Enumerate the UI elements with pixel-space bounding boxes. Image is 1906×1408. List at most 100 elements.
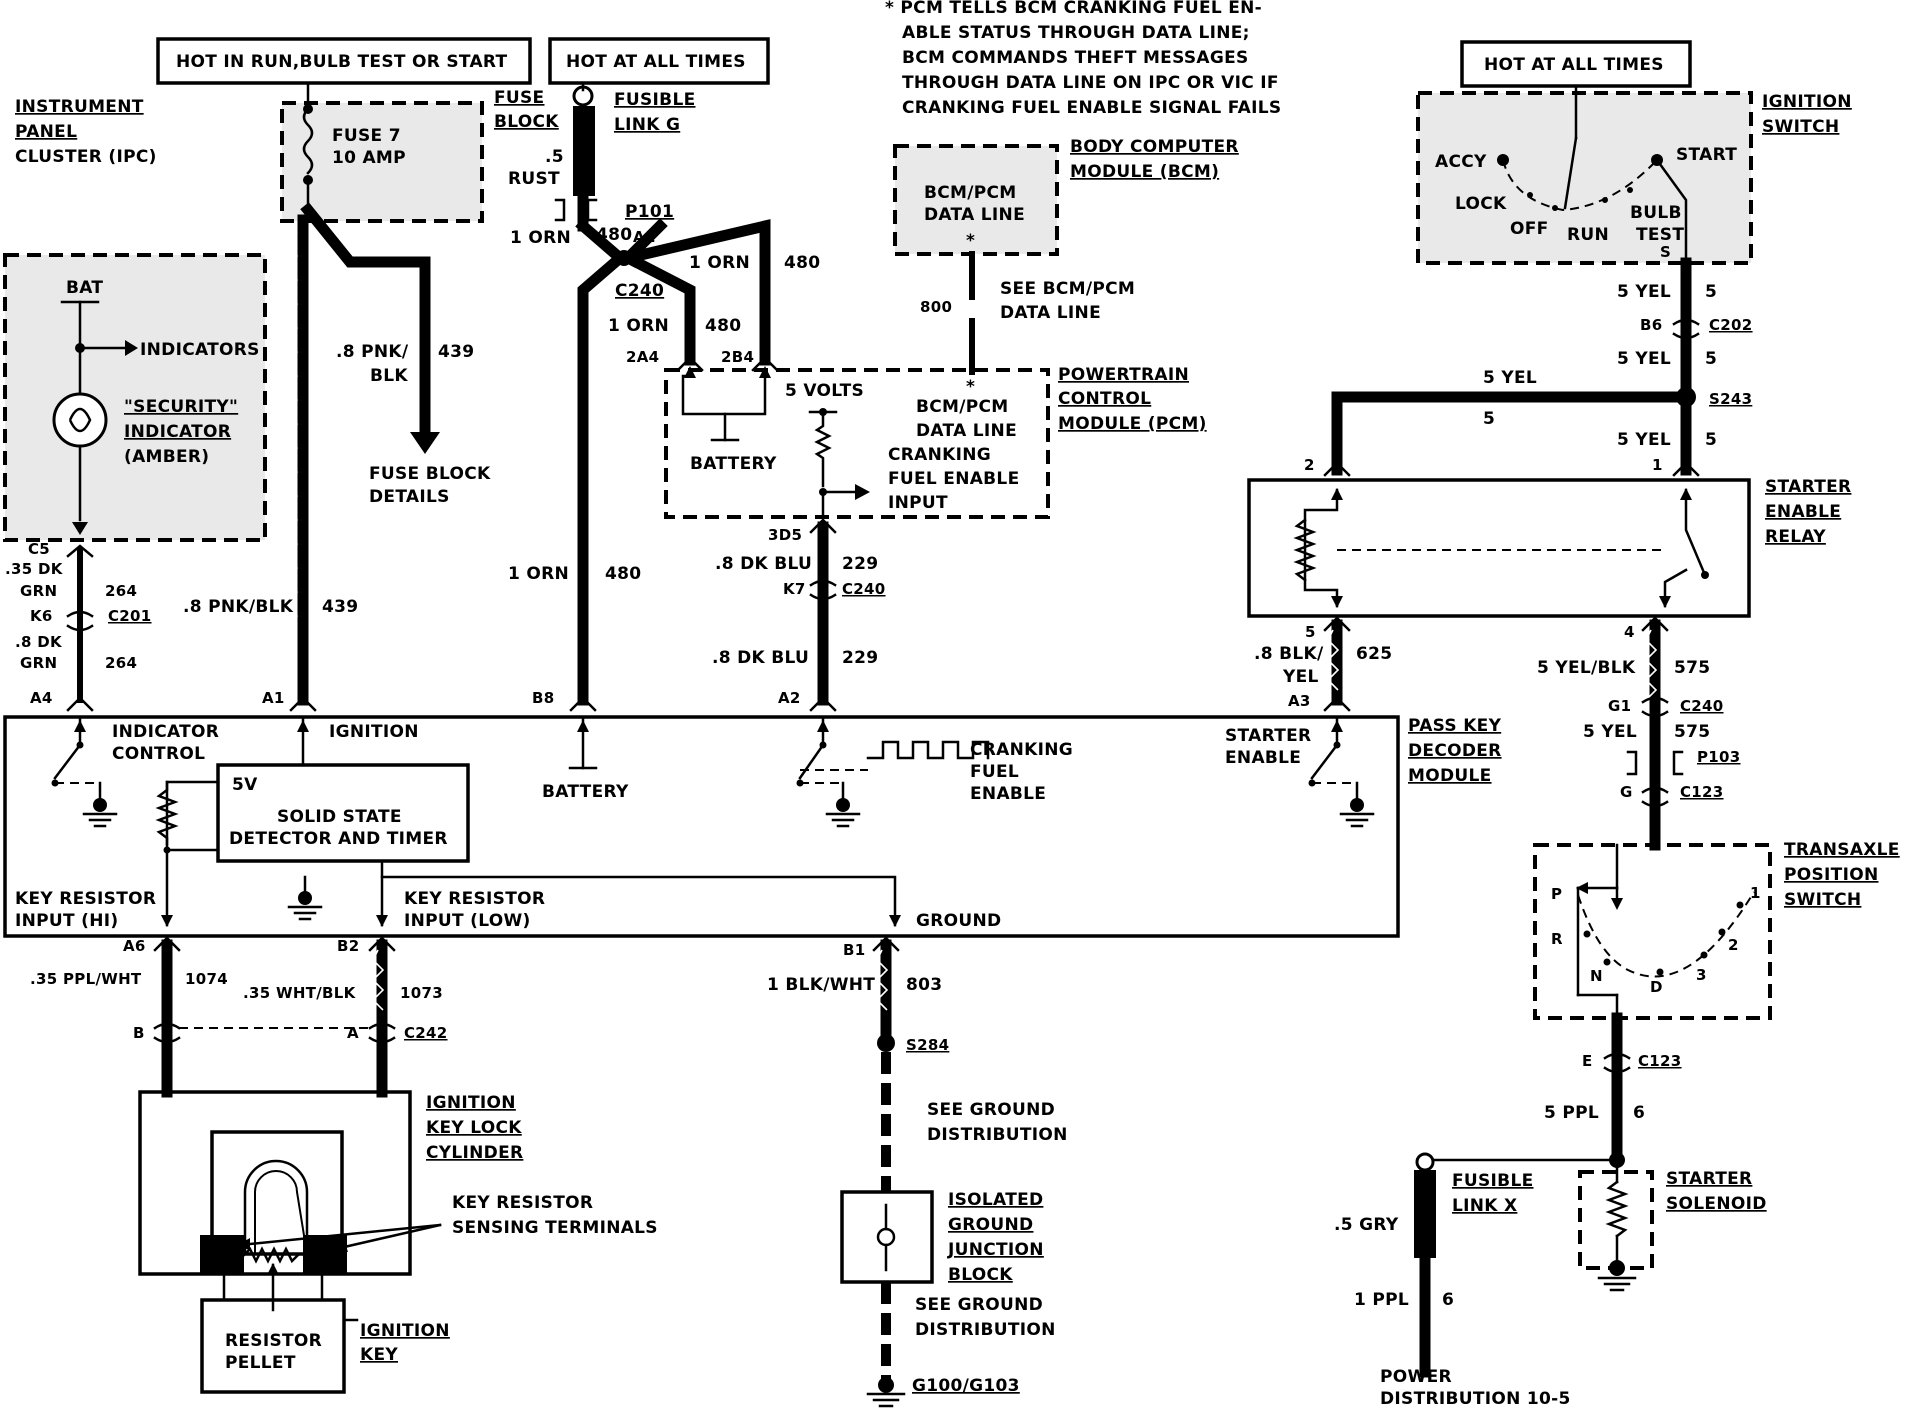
k6-label: K6 [30, 607, 53, 625]
accy-label: ACCY [1435, 152, 1487, 172]
flx-line-1: FUSIBLE [1452, 1171, 1534, 1191]
wire-575: 4 5 YEL/BLK 575 G1 C240 5 YEL 575 P103 G… [1537, 616, 1740, 851]
fuse-block: FUSE 7 10 AMP FUSE BLOCK [280, 81, 559, 223]
power-dist-line-1: POWER [1380, 1367, 1452, 1387]
run-label: RUN [1567, 225, 1609, 245]
g1-label: G1 [1608, 697, 1631, 715]
w439-b-circuit: 439 [322, 597, 358, 617]
p-label: P [1551, 885, 1562, 903]
crank-line-2: FUEL [970, 762, 1019, 782]
w1074-line1: .35 PPL/WHT [30, 970, 142, 988]
yel-b-line1: 5 YEL [1617, 349, 1671, 369]
b6-label: B6 [1640, 316, 1662, 334]
pin-a4-label: A4 [30, 689, 53, 707]
pin-2a4-label: 2A4 [626, 348, 659, 366]
w575-a-circuit: 575 [1674, 658, 1710, 678]
pcm-crank-line-1: CRANKING [888, 445, 991, 465]
ind-ctrl-line-1: INDICATOR [112, 722, 219, 742]
w264-a-circuit: 264 [105, 582, 137, 600]
relay-line-2: ENABLE [1765, 502, 1841, 522]
fuse-details-line1: FUSE BLOCK [369, 464, 491, 484]
starter-solenoid: STARTER SOLENOID [1578, 1158, 1766, 1292]
w625-line1: .8 BLK/ [1254, 644, 1324, 664]
iso-line-1: ISOLATED [948, 1190, 1043, 1210]
sensing-terminal-left-icon [200, 1235, 244, 1275]
lock-label: LOCK [1455, 194, 1507, 214]
yel-b-circuit: 5 [1705, 349, 1717, 369]
w575-b-line1: 5 YEL [1583, 722, 1637, 742]
relay-pin-4-label: 4 [1624, 623, 1635, 641]
ign-switch-line-2: SWITCH [1762, 117, 1839, 137]
pkm-line-1: PASS KEY [1408, 716, 1502, 736]
bcm-data-line-1: BCM/PCM [924, 183, 1017, 203]
hot-all-times-label-1: HOT AT ALL TIMES [566, 52, 746, 72]
w264-b-circuit: 264 [105, 654, 137, 672]
pkm-battery-label: BATTERY [542, 782, 629, 802]
ign-key-line-1: IGNITION [360, 1321, 450, 1341]
starter-enable-relay: STARTER ENABLE RELAY [1247, 477, 1851, 618]
w480-a-circuit: 480 [596, 225, 632, 245]
ssdt-5v: 5V [232, 775, 258, 795]
key-hi-line-1: KEY RESISTOR [15, 889, 156, 909]
w480-d-line1: 1 ORN [508, 564, 569, 584]
w575-b-circuit: 575 [1674, 722, 1710, 742]
se-line-2: ENABLE [1225, 748, 1301, 768]
ssdt-line-2: DETECTOR AND TIMER [229, 829, 448, 849]
solenoid-line-1: STARTER [1666, 1169, 1752, 1189]
bcm-line-2: MODULE (BCM) [1070, 162, 1219, 182]
bat-label: BAT [66, 278, 103, 298]
pin-a3-label: A3 [1288, 692, 1311, 710]
ignition-switch: ACCY LOCK OFF RUN BULB TEST START S IGNI… [1416, 84, 1852, 265]
s-terminal-label: S [1660, 243, 1671, 261]
bcm-line-1: BODY COMPUTER [1070, 137, 1239, 157]
pcm-line-2: CONTROL [1058, 389, 1151, 409]
w803-circuit: 803 [906, 975, 942, 995]
key-hi-line-2: INPUT (HI) [15, 911, 118, 931]
ssdt-line-1: SOLID STATE [277, 807, 402, 827]
c201-label: C201 [108, 607, 152, 625]
c242-label: C242 [404, 1024, 448, 1042]
ipc-module: BAT INDICATORS "SECURITY" INDICATOR (AMB… [3, 253, 267, 542]
security-indicator-lamp-icon [52, 392, 108, 448]
fuse-details-line2: DETAILS [369, 487, 450, 507]
crank-line-1: CRANKING [970, 740, 1073, 760]
w6-b-circuit: 6 [1442, 1290, 1454, 1310]
cyl-line-3: CYLINDER [426, 1143, 523, 1163]
sensing-terminal-right-icon [303, 1235, 347, 1275]
r-label: R [1551, 930, 1563, 948]
sensing-line-2: SENSING TERMINALS [452, 1218, 658, 1238]
pcm-module: BATTERY 5 VOLTS * BCM/PCM DATA LINE CRAN… [664, 356, 1206, 519]
w264-a-line1: .35 DK [5, 560, 64, 578]
w1073-circuit: 1073 [400, 984, 443, 1002]
iso-line-2: GROUND [948, 1215, 1033, 1235]
c5-label: C5 [28, 540, 50, 558]
see-gnd-2-line2: DISTRIBUTION [915, 1320, 1056, 1340]
w264-a-line2: GRN [20, 582, 57, 600]
see-gnd-1-line1: SEE GROUND [927, 1100, 1055, 1120]
wire-625: 5 .8 BLK/ YEL 625 A3 [1254, 616, 1392, 712]
yel-a-circuit: 5 [1705, 282, 1717, 302]
cyl-line-2: KEY LOCK [426, 1118, 522, 1138]
bcm-module: BCM/PCM DATA LINE * BODY COMPUTER MODULE… [893, 137, 1239, 375]
k7-label: K7 [783, 580, 806, 598]
pcm-crank-line-2: FUEL ENABLE [888, 469, 1019, 489]
pkm-ground-label: GROUND [916, 911, 1001, 931]
yel-a-line1: 5 YEL [1617, 282, 1671, 302]
ipc-line-2: PANEL [15, 122, 77, 142]
se-line-1: STARTER [1225, 726, 1311, 746]
relay-pin-1-label: 1 [1652, 456, 1663, 474]
w1073-line1: .35 WHT/BLK [243, 984, 357, 1002]
flx-line-2: LINK X [1452, 1196, 1517, 1216]
flg-line-1: FUSIBLE [614, 90, 696, 110]
relay-coil-icon [1293, 518, 1317, 582]
start-label: START [1676, 145, 1737, 165]
c242-a-label: A [347, 1024, 359, 1042]
w439-b-line1: .8 PNK/BLK [183, 597, 294, 617]
pos-1-label: 1 [1750, 884, 1761, 902]
wires-1074-1073: A6 B2 .35 PPL/WHT 1074 .35 WHT/BLK 1073 … [30, 936, 448, 1098]
wire-439: .8 PNK/ BLK 439 FUSE BLOCK DETAILS .8 PN… [183, 202, 491, 712]
pcm-line-1: POWERTRAIN [1058, 365, 1189, 385]
d-label: D [1650, 978, 1663, 996]
transaxle-position-switch: P R N D 1 2 3 TRANSAXLE POSITION SWITCH [1533, 840, 1899, 1020]
